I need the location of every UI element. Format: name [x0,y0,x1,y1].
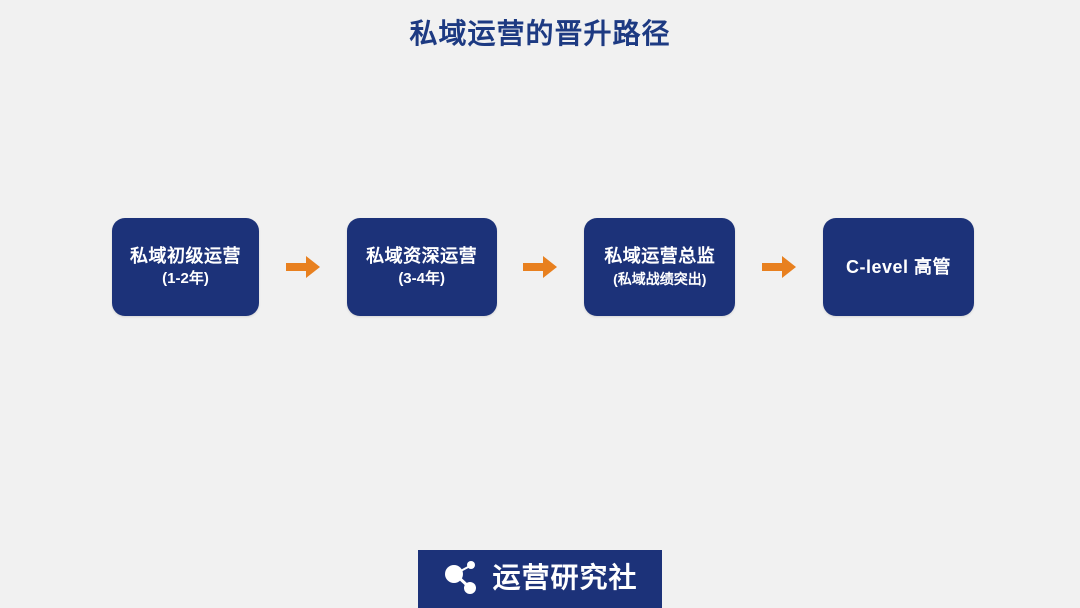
flow-step-3[interactable]: 私域运营总监 (私域战绩突出) [584,218,736,316]
arrow-right-icon-3 [762,256,797,278]
flow-step-4[interactable]: C-level 高管 [822,218,974,316]
arrow-right-icon-2 [523,256,558,278]
network-nodes-icon [445,561,477,594]
arrow-right-icon-1 [285,256,320,278]
flow-step-4-title: C-level 高管 [845,257,951,277]
promotion-path-flow: 私域初级运营 (1-2年) 私域资深运营 (3-4年) 私域运营总监 (私域战绩… [112,218,974,316]
flow-step-2-subtitle: (3-4年) [398,270,445,287]
footer-brand-bar: 运营研究社 [418,550,662,608]
brand-name: 运营研究社 [492,562,638,593]
page-title: 私域运营的晋升路径 [409,18,671,49]
flow-step-1[interactable]: 私域初级运营 (1-2年) [112,218,259,316]
flow-step-3-title: 私域运营总监 [604,246,716,266]
flow-step-3-subtitle: (私域战绩突出) [613,271,707,287]
flow-step-2-title: 私域资深运营 [366,246,478,266]
flow-step-1-title: 私域初级运营 [130,246,241,266]
flow-step-2[interactable]: 私域资深运营 (3-4年) [346,218,497,316]
flow-step-1-subtitle: (1-2年) [162,270,209,287]
